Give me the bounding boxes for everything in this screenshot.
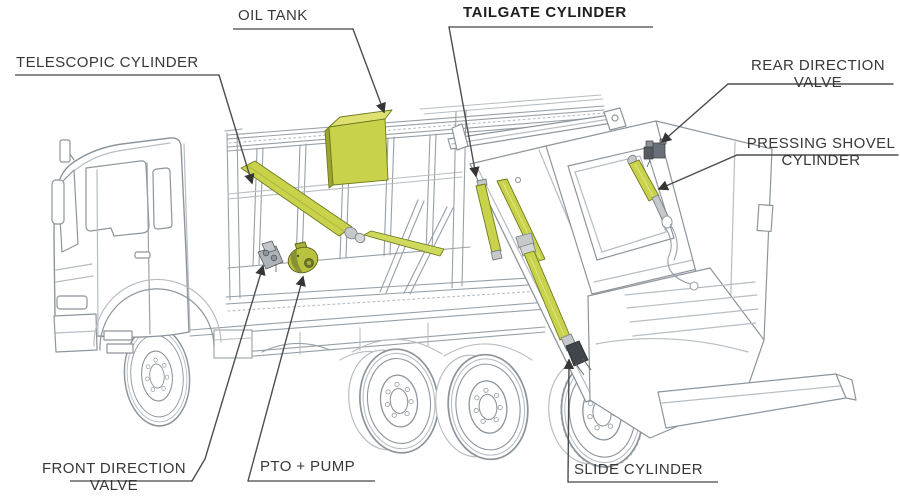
telescopic-cylinder-leader xyxy=(218,74,255,185)
pto-pump-part xyxy=(287,241,319,274)
label-rear-direction-valve-line1: REAR DIRECTION xyxy=(751,57,885,74)
label-front-direction-valve-line1: FRONT DIRECTION xyxy=(41,460,187,477)
label-oil-tank: OIL TANK xyxy=(238,7,308,24)
label-tailgate-cylinder: TAILGATE CYLINDER xyxy=(463,4,627,21)
label-telescopic-cylinder: TELESCOPIC CYLINDER xyxy=(16,54,199,71)
label-front-direction-valve: FRONT DIRECTION VALVE xyxy=(36,460,192,494)
label-pressing-shovel-cylinder: PRESSING SHOVEL CYLINDER xyxy=(742,135,900,169)
rear-wheel-axle2 xyxy=(435,349,535,465)
truck-cab xyxy=(51,137,222,354)
slide-cylinder-leader xyxy=(563,358,575,483)
label-front-direction-valve-line2: VALVE xyxy=(89,477,139,494)
label-rear-direction-valve-line2: VALVE xyxy=(793,74,843,91)
front-direction-valve-part xyxy=(257,240,284,276)
label-pto-pump: PTO + PUMP xyxy=(260,458,355,475)
telescopic-cylinder-part xyxy=(240,160,445,257)
label-pressing-shovel-line2: CYLINDER xyxy=(781,152,861,169)
label-pressing-shovel-line1: PRESSING SHOVEL xyxy=(746,135,896,152)
label-rear-direction-valve: REAR DIRECTION VALVE xyxy=(742,57,894,91)
pressing-shovel-cylinder-part xyxy=(627,154,699,291)
callout-underlines xyxy=(15,26,718,483)
label-slide-cylinder: SLIDE CYLINDER xyxy=(574,461,703,478)
oil-tank-part xyxy=(324,109,393,189)
pto-pump-leader xyxy=(247,275,306,482)
front-direction-valve-leader xyxy=(191,264,266,482)
oil-tank-leader xyxy=(352,28,386,114)
tailgate-cylinder-leader xyxy=(448,26,480,178)
rear-direction-valve-leader xyxy=(660,83,894,144)
callout-leader-lines xyxy=(191,26,899,483)
pressing-shovel-leader xyxy=(657,154,899,191)
rear-wheel-axle1 xyxy=(348,343,445,459)
